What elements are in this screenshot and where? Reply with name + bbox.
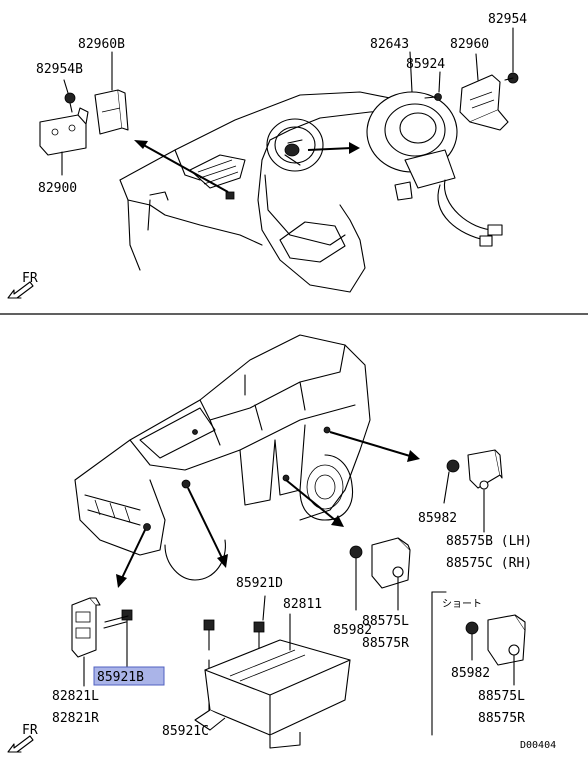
clock-spring-82643 bbox=[366, 51, 503, 247]
top-section: 82960B 82954B 82900 82643 82960 82954 85… bbox=[7, 12, 527, 299]
fr-arrow-icon-bottom bbox=[7, 735, 34, 753]
suv-illustration bbox=[74, 334, 371, 581]
diagram-code: D00404 bbox=[520, 740, 556, 751]
label-88575r-center: 88575R bbox=[362, 636, 409, 651]
arrow-to-82811 bbox=[187, 487, 223, 559]
bolt-85921d bbox=[253, 595, 266, 651]
label-82900: 82900 bbox=[38, 181, 77, 196]
module-82960b bbox=[94, 51, 129, 135]
label-82960: 82960 bbox=[450, 37, 489, 52]
label-82643: 82643 bbox=[370, 37, 409, 52]
bracket-82900 bbox=[39, 107, 89, 176]
fr-label-top: FR bbox=[22, 271, 38, 286]
label-85982-short: 85982 bbox=[451, 666, 490, 681]
label-82960b: 82960B bbox=[78, 37, 125, 52]
label-85982-rear: 85982 bbox=[418, 511, 457, 526]
front-sensor-82821 bbox=[71, 597, 101, 687]
arrow-to-clockspring bbox=[307, 147, 353, 151]
fr-label-bottom: FR bbox=[22, 723, 38, 738]
label-82954: 82954 bbox=[488, 12, 527, 27]
short-inset: ショート bbox=[431, 591, 526, 736]
label-82811: 82811 bbox=[283, 597, 322, 612]
label-85982-center: 85982 bbox=[333, 623, 372, 638]
fr-arrow-icon bbox=[7, 281, 34, 299]
label-85924: 85924 bbox=[406, 57, 445, 72]
rear-sensor bbox=[443, 449, 503, 533]
bottom-section: ショート 85921B 82821L 82821R 85921D 82811 8… bbox=[7, 334, 556, 753]
module-82960 bbox=[459, 53, 509, 131]
bolt-82954b bbox=[63, 79, 76, 113]
label-82821l: 82821L bbox=[52, 689, 99, 704]
arrow-to-88575-side bbox=[285, 479, 336, 521]
label-85921b: 85921B bbox=[97, 670, 144, 685]
control-unit-82811 bbox=[194, 613, 351, 749]
label-82954b: 82954B bbox=[36, 62, 83, 77]
arrow-to-82821 bbox=[121, 529, 146, 579]
highlight-box-85921b bbox=[93, 666, 165, 686]
arrow-to-88575-rear bbox=[329, 431, 411, 457]
label-88575b: 88575B (LH) bbox=[446, 534, 532, 549]
bolt-85921b bbox=[103, 609, 133, 669]
label-82821r: 82821R bbox=[52, 711, 99, 726]
label-85921d: 85921D bbox=[236, 576, 283, 591]
short-label: ショート bbox=[442, 599, 482, 610]
screw-85924 bbox=[424, 71, 442, 101]
bolt-82954 bbox=[504, 27, 519, 84]
label-88575r-short: 88575R bbox=[478, 711, 525, 726]
label-85921c: 85921C bbox=[162, 724, 209, 739]
side-sensor-center bbox=[349, 537, 411, 611]
label-88575l-short: 88575L bbox=[478, 689, 525, 704]
label-88575c: 88575C (RH) bbox=[446, 556, 532, 571]
dashboard-illustration bbox=[119, 91, 401, 293]
arrow-to-82960b bbox=[139, 142, 229, 193]
label-88575l-center: 88575L bbox=[362, 614, 409, 629]
